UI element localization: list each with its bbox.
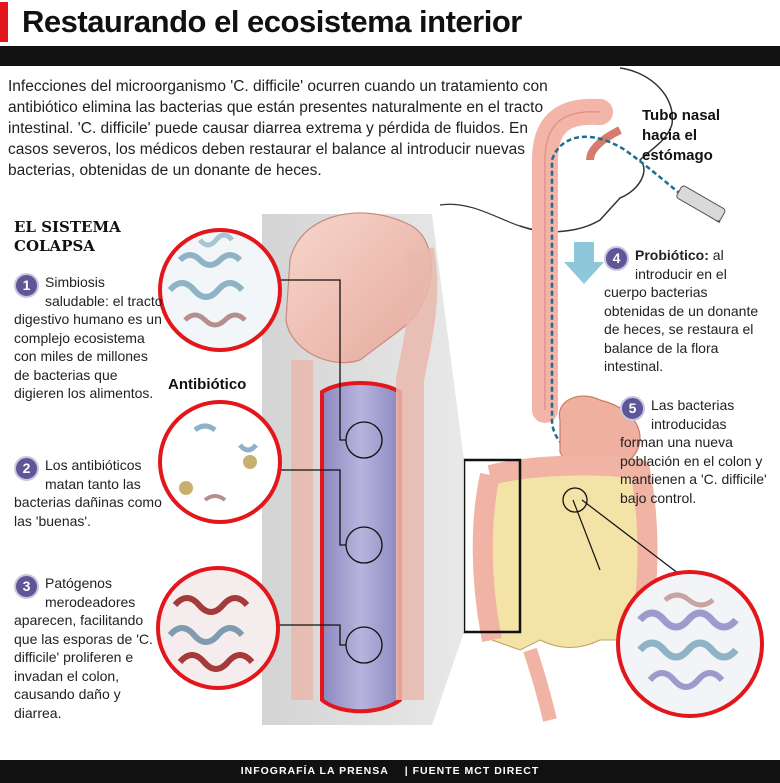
step-text: Patógenos merodeadores aparecen, facilit… (14, 575, 153, 721)
bacteria-circle-healthy (158, 228, 282, 352)
header: Restaurando el ecosistema interior (0, 0, 780, 48)
antibiotic-label: Antibiótico (168, 376, 247, 393)
nasal-tube-label: Tubo nasal hacia el estómago (642, 107, 721, 164)
title-accent-bar (0, 2, 8, 42)
step-number-badge: 1 (14, 273, 39, 298)
page-title: Restaurando el ecosistema interior (22, 4, 522, 39)
zoomed-colon (291, 247, 438, 714)
footer: INFOGRAFÍA LA PRENSA | FUENTE MCT DIRECT (0, 760, 780, 783)
section-title: EL SISTEMA COLAPSA (14, 218, 121, 255)
step-text: al introducir en el cuerpo bacterias obt… (604, 247, 759, 374)
intestine-small-view (472, 455, 658, 722)
footer-credit: INFOGRAFÍA LA PRENSA (240, 765, 389, 777)
footer-source: | FUENTE MCT DIRECT (404, 765, 540, 777)
bacteria-circle-restored (562, 487, 764, 718)
step-4: 4 Probiótico: al introducir en el cuerpo… (604, 246, 766, 376)
step-5: 5 Las bacterias introducidas forman una … (620, 396, 770, 507)
down-arrow-icon (564, 242, 604, 284)
step-text: Simbiosis saludable: el tracto digestivo… (14, 274, 163, 401)
step-number-badge: 5 (620, 396, 645, 421)
header-rule (0, 46, 780, 66)
step-text: Las bacterias introducidas forman una nu… (620, 397, 767, 506)
esophagus (532, 98, 622, 423)
step-1: 1 Simbiosis saludable: el tracto digesti… (14, 273, 164, 403)
step-text: Los antibióticos matan tanto las bacteri… (14, 457, 162, 529)
step-2: 2 Los antibióticos matan tanto las bacte… (14, 456, 164, 530)
bacteria-circle-antibiotic (158, 400, 282, 524)
step-3: 3 Patógenos merodeadores aparecen, facil… (14, 574, 164, 722)
connector-lines (275, 279, 383, 664)
step-number-badge: 4 (604, 246, 629, 271)
bacteria-circle-pathogens (156, 566, 280, 690)
step-number-badge: 3 (14, 574, 39, 599)
head-silhouette (439, 67, 674, 233)
step-number-badge: 2 (14, 456, 39, 481)
step-lead: Probiótico: (635, 247, 709, 263)
intro-paragraph: Infecciones del microorganismo 'C. diffi… (8, 78, 548, 179)
